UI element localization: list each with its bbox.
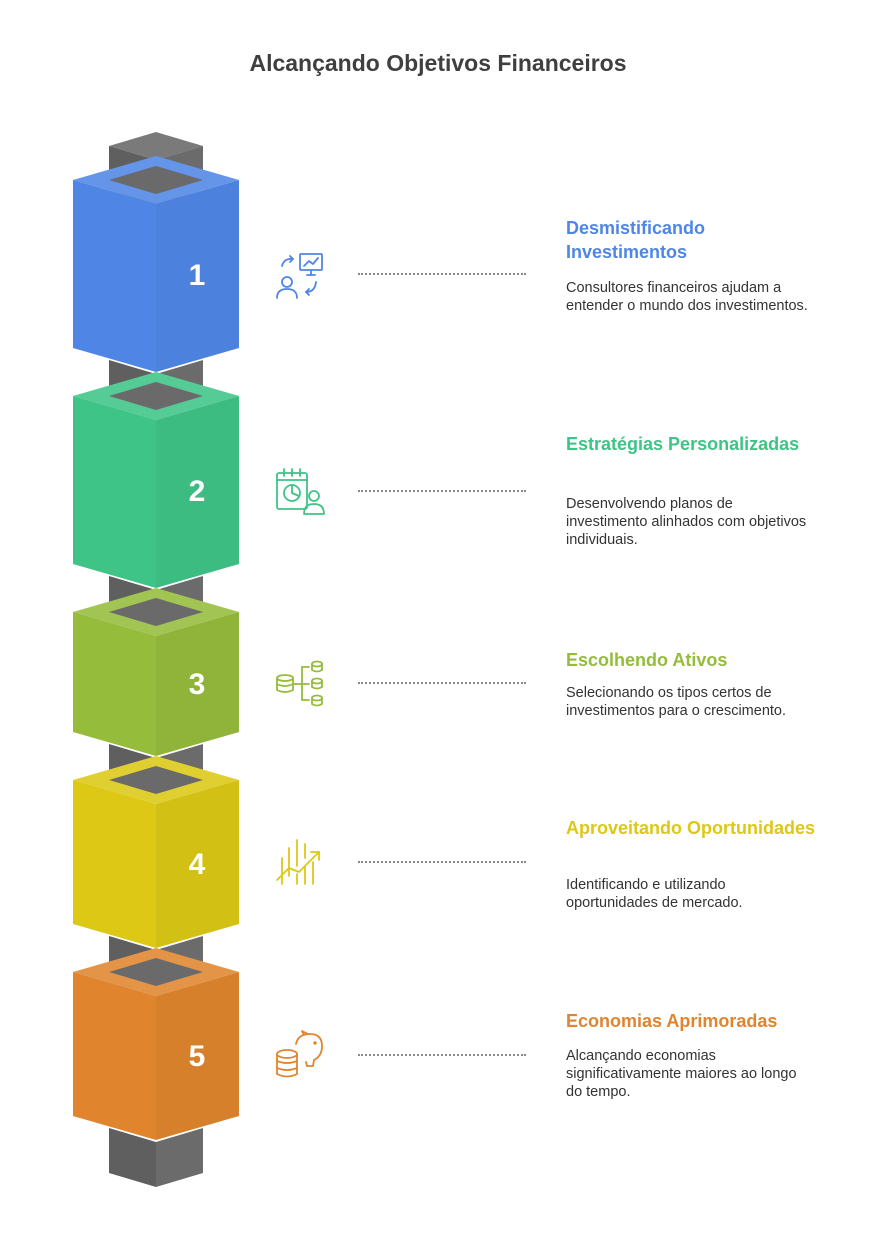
step-4-title: Aproveitando Oportunidades [566,818,816,838]
page-title: Alcançando Objetivos Financeiros [249,50,627,76]
step-3-title: Escolhendo Ativos [566,650,728,670]
step-2-title: Estratégias Personalizadas [566,434,800,454]
dotted-connector-4 [358,861,526,863]
step-5-title: Economias Aprimoradas [566,1011,778,1031]
step-number-2: 2 [189,475,206,508]
dotted-connector-2 [358,490,526,492]
cube-step-3: 3 [73,588,239,756]
dotted-connector-1 [358,273,526,275]
dotted-connector-3 [358,682,526,684]
cube-step-5: 5 [73,948,239,1140]
step-number-1: 1 [189,259,206,292]
piggy-bank-coins-icon [276,1030,323,1078]
step-5-description: Alcançando economias significativamente … [566,1048,797,1100]
cube-5-right [156,972,239,1140]
step-number-5: 5 [189,1040,206,1073]
advisor-presentation-icon [276,253,323,299]
step-4-description: Identificando e utilizando oportunidades… [566,877,743,911]
database-tree-icon [276,660,323,707]
step-number-3: 3 [189,668,206,701]
cube-5-left [73,972,156,1140]
connector-bottom [109,1128,203,1187]
cube-3-left [73,612,156,756]
step-number-4: 4 [189,848,206,881]
cube-step-2: 2 [73,372,239,588]
cube-1-right [156,180,239,372]
step-3-description: Selecionando os tipos certos de investim… [566,685,787,719]
cube-4-left [73,780,156,948]
cube-step-4: 4 [73,756,239,948]
cube-step-1: 1 [73,156,239,372]
cube-4-right [156,780,239,948]
cube-1-left [73,180,156,372]
step-1-description: Consultores financeiros ajudam a entende… [566,280,808,314]
trend-up-chart-icon [276,839,320,885]
cube-2-right [156,396,239,588]
step-2-description: Desenvolvendo planos de investimento ali… [566,496,807,548]
cube-2-left [73,396,156,588]
step-1-title: Desmistificando Investimentos [566,218,706,262]
calendar-chart-user-icon [276,468,325,515]
dotted-connector-5 [358,1054,526,1056]
cube-3-right [156,612,239,756]
